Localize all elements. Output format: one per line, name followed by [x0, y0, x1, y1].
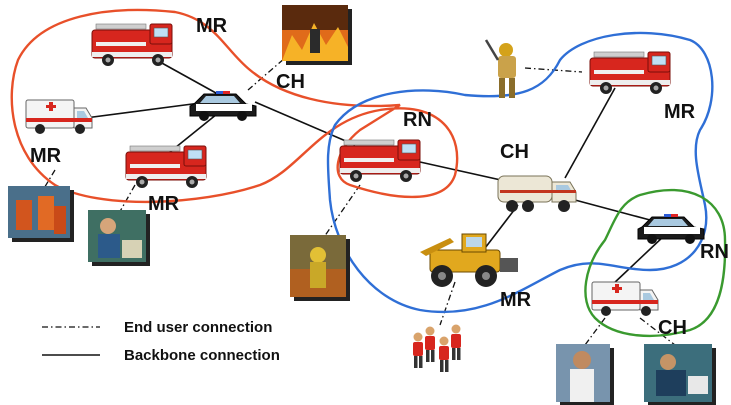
legend-end-user-label: End user connection	[124, 319, 272, 336]
fire-photo-icon	[282, 5, 352, 65]
end-user-links	[39, 44, 676, 346]
police-car-icon	[189, 90, 257, 122]
tanker-truck-icon	[497, 175, 577, 213]
bulldozer-icon	[419, 233, 519, 288]
paramedic-photo-icon	[644, 344, 716, 405]
firefighter-icon	[484, 39, 516, 98]
label-mr-left: MR	[30, 145, 62, 167]
medic-photo-icon	[88, 210, 150, 266]
rescue-worker-photo-icon	[8, 186, 74, 242]
fire-truck-icon	[589, 51, 671, 95]
police-car-icon	[637, 213, 705, 245]
people-group-icon	[413, 324, 461, 372]
legend-backbone-label: Backbone connection	[124, 347, 280, 364]
label-mr-bottom: MR	[500, 289, 532, 311]
fire-truck-icon	[339, 139, 421, 183]
ambulance-icon	[25, 99, 93, 135]
ambulance-icon	[591, 281, 659, 317]
label-ch-bottom: CH	[658, 317, 687, 339]
label-ch-center: CH	[500, 141, 529, 163]
firefighter-photo-icon	[290, 235, 350, 301]
label-rn-center: RN	[403, 109, 432, 131]
label-rn-right: RN	[700, 241, 729, 263]
green-cluster-outline	[584, 188, 727, 338]
label-ch-top: CH	[276, 71, 305, 93]
fire-truck-icon	[91, 23, 173, 67]
label-mr-mid: MR	[148, 193, 180, 215]
legend: End user connection Backbone connection	[42, 319, 280, 364]
label-mr-right-top: MR	[664, 101, 696, 123]
red-cluster-outline	[10, 8, 459, 204]
fire-truck-icon	[125, 145, 207, 189]
blue-cluster-outline	[326, 31, 714, 314]
label-mr-top: MR	[196, 15, 228, 37]
officer-photo-icon	[556, 344, 614, 405]
